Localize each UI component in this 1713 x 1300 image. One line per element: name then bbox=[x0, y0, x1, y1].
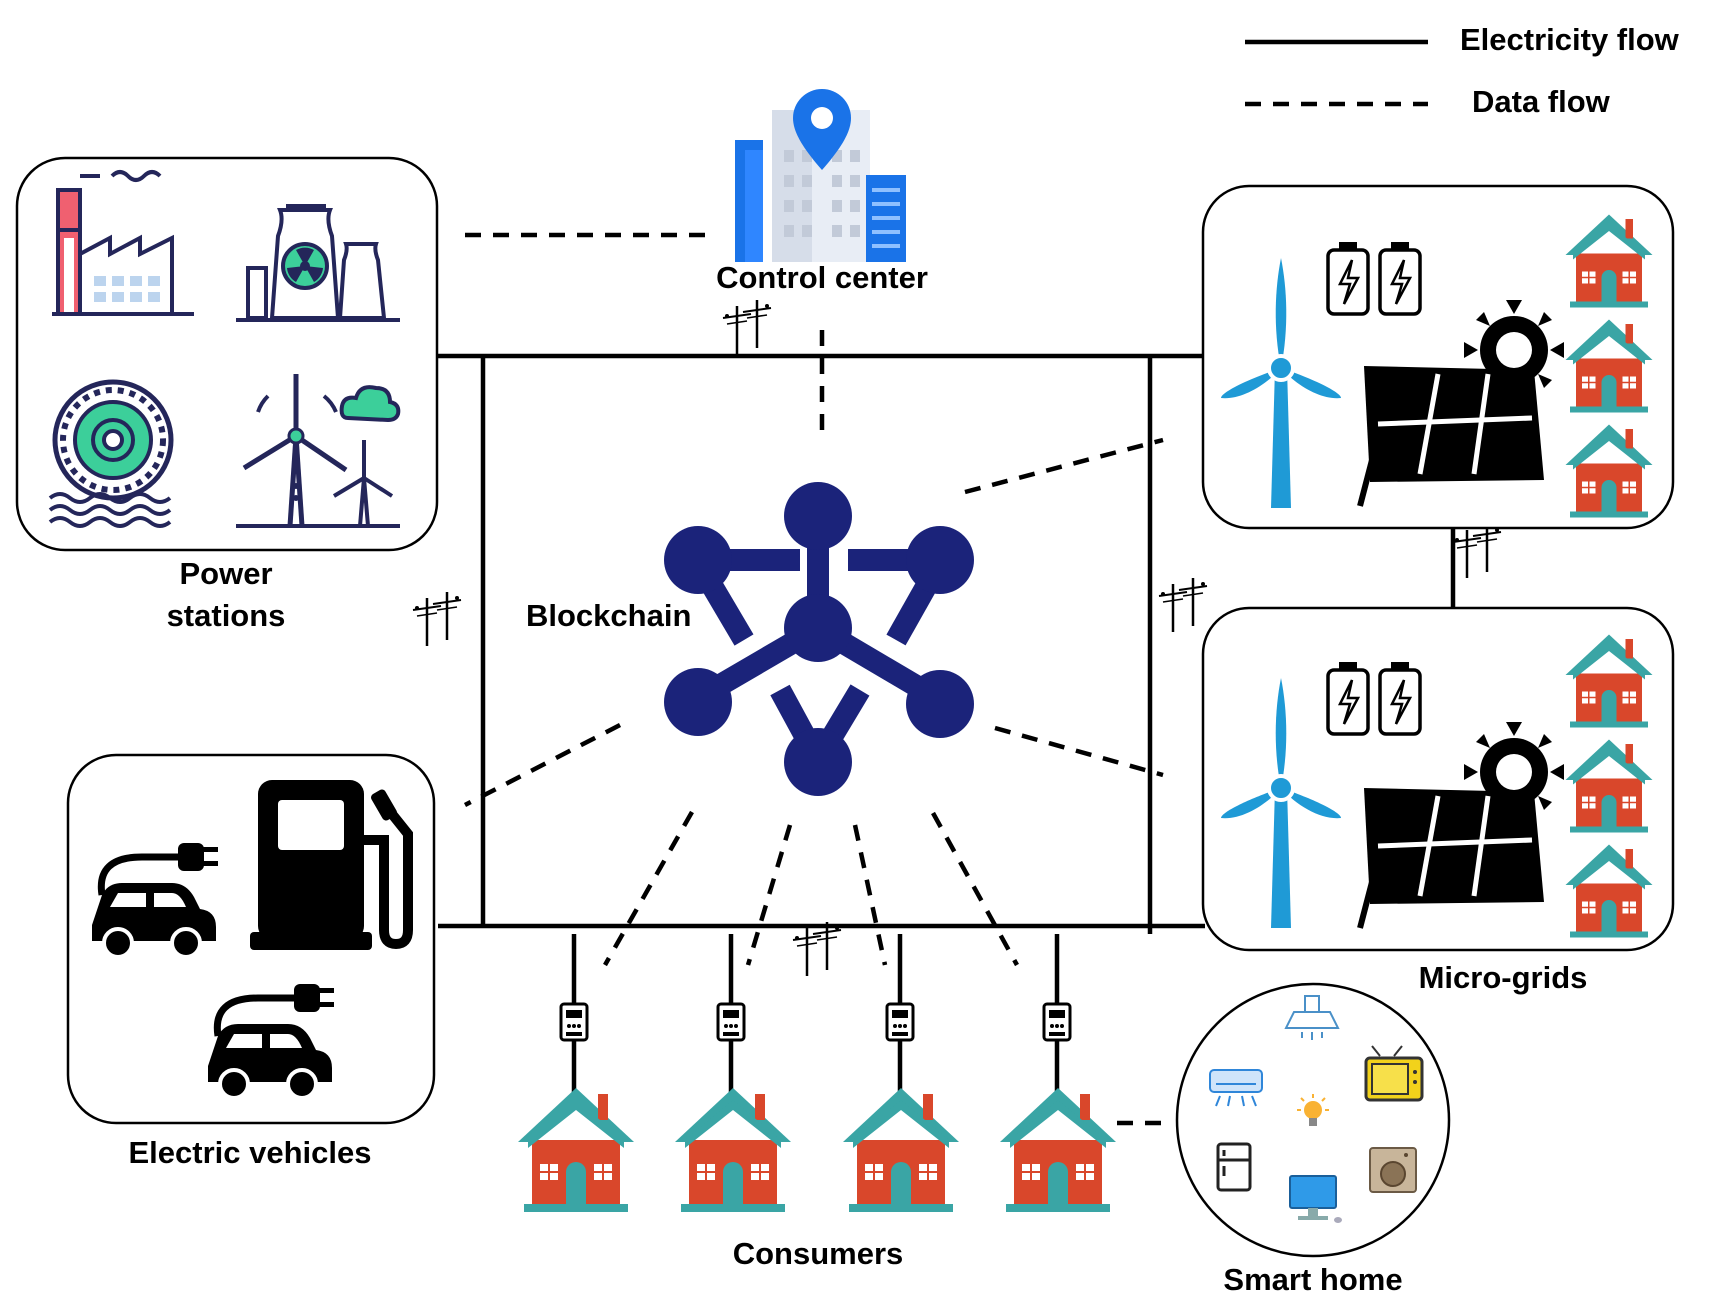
fridge-icon bbox=[1216, 1142, 1252, 1192]
smart-home: Smart home bbox=[1175, 982, 1451, 1297]
power-stations-label-line2: stations bbox=[167, 598, 286, 633]
battery-icon bbox=[1378, 660, 1422, 736]
house-icon bbox=[842, 1087, 960, 1213]
legend-electricity-label: Electricity flow bbox=[1460, 22, 1680, 57]
control-center-label: Control center bbox=[716, 260, 928, 295]
data-flow-blockchain-microgrid-bottom bbox=[994, 725, 1164, 778]
blockchain-label: Blockchain bbox=[526, 598, 691, 633]
power-stations-label-line1: Power bbox=[179, 556, 272, 591]
house-icon bbox=[517, 1087, 635, 1213]
legend-data-label: Data flow bbox=[1472, 84, 1611, 119]
micro-grids-label: Micro-grids bbox=[1419, 960, 1588, 995]
data-flows bbox=[463, 232, 1167, 1126]
utility-pole-icon bbox=[1157, 576, 1209, 634]
consumers-label: Consumers bbox=[733, 1236, 904, 1271]
house-icon bbox=[674, 1087, 792, 1213]
battery-icon bbox=[1326, 240, 1370, 316]
air-conditioner-icon bbox=[1209, 1069, 1263, 1107]
data-flow-consumer-3 bbox=[852, 824, 888, 966]
control-center: Control center bbox=[716, 89, 928, 295]
smart-meter-icon bbox=[716, 1002, 746, 1042]
house-icon bbox=[999, 1087, 1117, 1213]
data-flow-blockchain-ev bbox=[463, 723, 622, 807]
battery-icon bbox=[1326, 660, 1370, 736]
smart-meter-icon bbox=[559, 1002, 589, 1042]
electric-vehicles-label: Electric vehicles bbox=[129, 1135, 372, 1170]
micro-grid-box-top bbox=[1201, 184, 1675, 530]
hydro-turbine-icon bbox=[48, 379, 174, 528]
blockchain-network-icon bbox=[664, 482, 974, 796]
smart-home-label: Smart home bbox=[1223, 1262, 1402, 1297]
utility-pole-icon bbox=[721, 298, 773, 356]
charging-station-icon bbox=[250, 780, 413, 950]
nuclear-plant-icon bbox=[236, 204, 400, 322]
battery-icon bbox=[1378, 240, 1422, 316]
utility-pole-icon bbox=[1451, 522, 1503, 580]
utility-pole-icon bbox=[411, 590, 463, 648]
micro-grids: Micro-grids bbox=[1201, 184, 1675, 995]
power-stations: Power stations bbox=[15, 156, 439, 633]
office-building-pin-icon bbox=[735, 89, 906, 262]
data-flow-consumer-1 bbox=[603, 810, 694, 967]
utility-pole-icon bbox=[791, 920, 843, 978]
data-flow-consumer-2 bbox=[745, 824, 793, 966]
washing-machine-icon bbox=[1369, 1147, 1417, 1193]
electric-vehicles: Electric vehicles bbox=[66, 753, 436, 1170]
data-flow-blockchain-microgrid-top bbox=[964, 437, 1164, 495]
data-flow-consumer-4 bbox=[931, 811, 1019, 967]
micro-grid-box-bottom bbox=[1201, 606, 1675, 952]
legend: Electricity flow Data flow bbox=[1245, 22, 1680, 119]
tv-icon bbox=[1364, 1045, 1424, 1102]
range-hood-icon bbox=[1284, 995, 1340, 1040]
consumers: Consumers bbox=[517, 1002, 1117, 1271]
desktop-monitor-icon bbox=[1289, 1175, 1342, 1223]
smart-meter-icon bbox=[1042, 1002, 1072, 1042]
blockchain: Blockchain bbox=[526, 482, 974, 796]
smart-meter-icon bbox=[885, 1002, 915, 1042]
electricity-wiring bbox=[438, 353, 1456, 1095]
wind-farm-icon bbox=[236, 374, 401, 528]
light-bulb-icon bbox=[1297, 1094, 1329, 1126]
factory-icon bbox=[52, 170, 194, 316]
